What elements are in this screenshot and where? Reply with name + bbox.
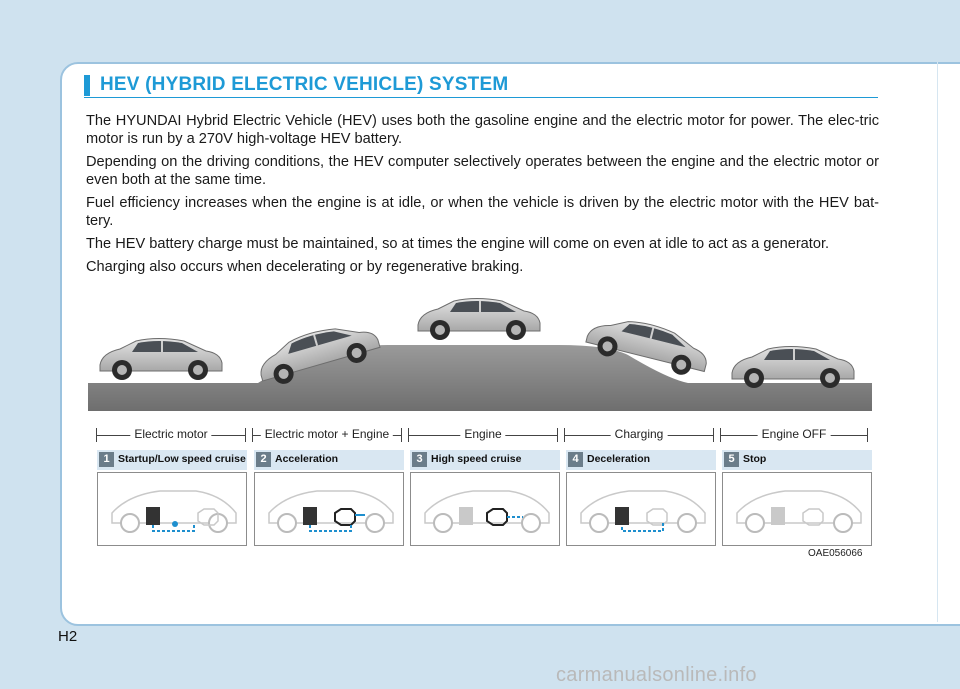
engine-icon	[334, 508, 356, 526]
mode-header-deceleration: 4 Deceleration	[566, 450, 716, 470]
power-source-label: Engine OFF	[720, 426, 868, 444]
paragraph: The HEV battery charge must be maintaine…	[86, 236, 830, 252]
title-underline	[84, 97, 878, 98]
power-source-label: Electric motor	[96, 426, 246, 444]
body-text: The HYUNDAI Hybrid Electric Vehicle (HEV…	[86, 112, 879, 281]
mode-header-startup: 1 Startup/Low speed cruise	[97, 450, 247, 470]
battery-icon	[615, 507, 629, 525]
mode-name: Deceleration	[587, 453, 651, 465]
power-source-label: Charging	[564, 426, 714, 444]
mode-name: Startup/Low speed cruise	[118, 453, 246, 465]
battery-icon	[303, 507, 317, 525]
hill	[88, 345, 872, 411]
engine-icon	[646, 508, 668, 526]
car-high-speed	[417, 297, 541, 341]
mode-header-acceleration: 2 Acceleration	[254, 450, 404, 470]
car-startup	[99, 337, 223, 381]
car-stop	[731, 345, 855, 389]
power-flow-diagram-5	[722, 472, 872, 546]
battery-icon	[146, 507, 160, 525]
paragraph: Depending on the driving conditions, the…	[86, 154, 879, 188]
margin-rule	[937, 62, 938, 622]
mode-name: Stop	[743, 453, 767, 465]
power-source-label: Engine	[408, 426, 558, 444]
power-flow-diagram-4	[566, 472, 716, 546]
battery-icon	[771, 507, 785, 525]
mode-name: High speed cruise	[431, 453, 522, 465]
section-title: HEV (HYBRID ELECTRIC VEHICLE) SYSTEM	[100, 74, 509, 95]
paragraph: Charging also occurs when decelerating o…	[86, 259, 524, 275]
engine-icon	[802, 508, 824, 526]
page-number: H2	[58, 628, 78, 645]
mode-number-badge: 5	[724, 452, 739, 467]
mode-header-stop: 5 Stop	[722, 450, 872, 470]
paragraph: The HYUNDAI Hybrid Electric Vehicle (HEV…	[86, 113, 879, 147]
figure-code: OAE056066	[808, 548, 863, 559]
engine-icon	[486, 508, 508, 526]
power-flow-diagram-3	[410, 472, 560, 546]
power-source-label: Electric motor + Engine	[252, 426, 402, 444]
power-flow-diagram-1	[97, 472, 247, 546]
power-source-row: Electric motor Electric motor + Engine E…	[96, 426, 872, 444]
mode-number-badge: 4	[568, 452, 583, 467]
engine-icon	[197, 508, 219, 526]
mode-name: Acceleration	[275, 453, 339, 465]
watermark: carmanualsonline.info	[556, 664, 757, 686]
battery-icon	[459, 507, 473, 525]
mode-number-badge: 1	[99, 452, 114, 467]
paragraph: Fuel efficiency increases when the engin…	[86, 195, 879, 229]
section-header: HEV (HYBRID ELECTRIC VEHICLE) SYSTEM	[84, 74, 878, 98]
motor-icon	[172, 521, 178, 527]
mode-header-high-speed: 3 High speed cruise	[410, 450, 560, 470]
mode-number-badge: 3	[412, 452, 427, 467]
power-flow-diagram-2	[254, 472, 404, 546]
title-accent-bar	[84, 75, 90, 96]
driving-scene-illustration	[88, 297, 872, 411]
mode-number-badge: 2	[256, 452, 271, 467]
